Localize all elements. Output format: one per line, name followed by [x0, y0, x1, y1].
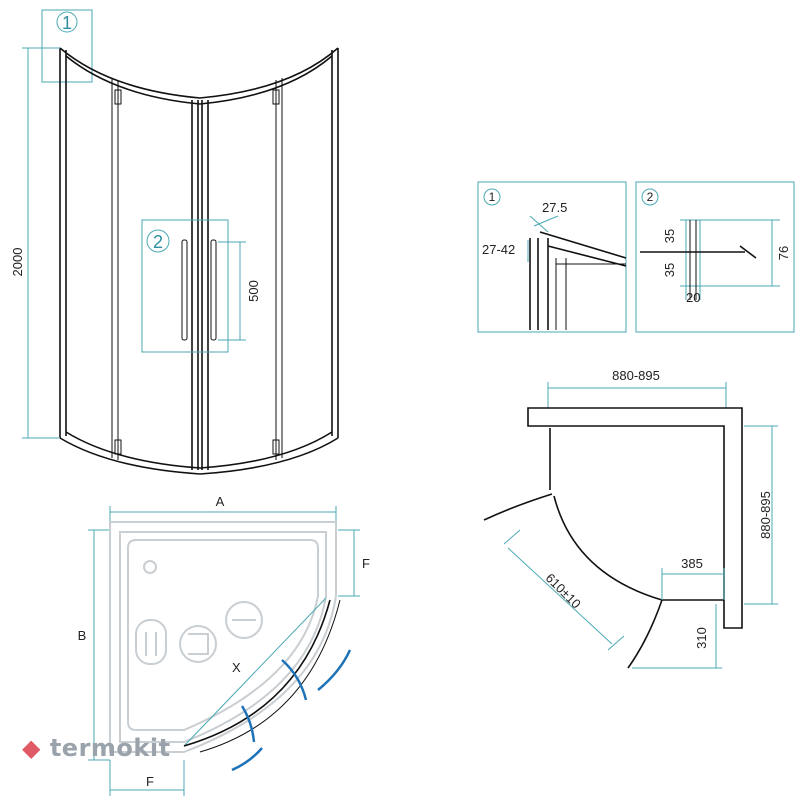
hinge-top-right [272, 89, 280, 105]
detail-2-dim-b: 35 [662, 263, 677, 277]
tray-depth-dimension [88, 529, 110, 761]
top-rail-inner [65, 55, 333, 105]
tray-f-bottom-dimension [109, 760, 185, 796]
hinge-bottom-right [272, 439, 280, 455]
left-door-edge [191, 100, 199, 470]
tray-outer [109, 521, 337, 753]
watermark-logo: ◆ termokit [22, 734, 171, 762]
hinge-top-left [114, 89, 122, 105]
detail-2-handle-tip [739, 245, 757, 259]
profile-icon-1 [135, 619, 167, 665]
detail-2-glass [689, 220, 697, 300]
hinge-bottom-left [114, 439, 122, 455]
tray-drain [143, 560, 157, 574]
plan-view: 880-895 880-895 610±10 385 310 [483, 368, 778, 669]
plan-opening-label: 385 [681, 556, 703, 571]
arrow-open-right-2 [317, 649, 352, 691]
arrow-open-bottom-2 [231, 747, 263, 772]
detail-2-dim-d: 20 [686, 290, 700, 305]
right-fixed-panel-edge [275, 78, 283, 460]
front-view: 1 2 2000 500 [10, 9, 339, 475]
detail-1-number: 1 [489, 190, 496, 204]
plan-door-label: 610±10 [543, 570, 584, 611]
left-fixed-panel-edge [111, 78, 119, 460]
callout-number-1: 1 [62, 13, 72, 33]
plan-door-bottom-open [627, 599, 663, 669]
tray-f-top-dimension [338, 529, 360, 597]
top-rail-outer [59, 47, 339, 99]
right-post [331, 48, 339, 438]
detail-1-panel [555, 258, 626, 330]
tray-basin [127, 539, 319, 731]
detail-2-box [635, 181, 795, 333]
profile-icon-2-lines [188, 633, 209, 655]
plan-walls [527, 407, 743, 629]
tray-label-f-top: F [362, 556, 370, 571]
left-post [59, 48, 67, 438]
detail-1-post [529, 238, 549, 330]
arrow-open-right-1 [281, 659, 308, 701]
handle-right [210, 239, 217, 341]
plan-swing-dimension [632, 604, 722, 669]
tray-label-a: A [216, 494, 225, 509]
plan-depth-label: 880-895 [758, 491, 773, 539]
detail-1-box [477, 181, 627, 333]
detail-2-dim-lines [680, 219, 780, 300]
plan-width-dimension [547, 382, 727, 408]
detail-2-circle [641, 188, 659, 206]
watermark-text: termokit [49, 734, 171, 762]
plan-door-dimension [503, 529, 625, 651]
bottom-rail-outer [59, 437, 339, 475]
handle-left [181, 239, 188, 341]
detail-1: 1 27.5 27-42 [477, 181, 627, 333]
tray-door-arc-outer [199, 599, 341, 753]
plan-opening-dimension [661, 568, 725, 600]
plan-depth-dimension [744, 425, 778, 605]
arrow-open-bottom-1 [240, 705, 256, 743]
detail-1-dim-a: 27.5 [542, 200, 567, 215]
tray-width-dimension [109, 506, 337, 530]
plan-width-label: 880-895 [612, 368, 660, 383]
handle-dimension-line [218, 241, 246, 341]
tray-label-f-bottom: F [146, 774, 154, 789]
right-door-edge [201, 100, 209, 470]
tray-label-b: B [78, 628, 87, 643]
callout-circle-1 [56, 11, 78, 33]
profile-icon-1-lines [145, 632, 157, 656]
callout-number-2: 2 [153, 232, 163, 252]
detail-2: 2 35 35 76 20 [635, 181, 795, 333]
plan-swing-label: 310 [694, 627, 709, 649]
detail-1-dim-lines [527, 215, 559, 262]
callout-box-1 [41, 9, 93, 83]
detail-1-rail [539, 231, 627, 267]
tray-diagonal [183, 597, 327, 747]
callout-circle-2 [146, 229, 170, 253]
detail-1-circle [483, 188, 501, 206]
tray-label-x: X [232, 660, 241, 675]
bottom-rail-inner [65, 431, 333, 469]
tray-view: A B F F X [78, 494, 370, 796]
watermark-cube-icon: ◆ [22, 734, 41, 762]
tray-inner [119, 531, 327, 743]
detail-2-number: 2 [647, 190, 654, 204]
detail-1-dim-b: 27-42 [482, 242, 515, 257]
detail-2-dim-c: 76 [776, 246, 791, 260]
height-label: 2000 [10, 248, 25, 277]
profile-icon-2 [179, 625, 217, 663]
callout-box-2 [141, 219, 229, 353]
handle-length-label: 500 [246, 280, 261, 302]
plan-door-left-open [483, 493, 553, 521]
plan-arc [553, 495, 663, 601]
height-dimension-line [22, 47, 60, 439]
detail-2-dim-a: 35 [662, 229, 677, 243]
tray-door-arc [183, 599, 331, 747]
profile-icon-3 [225, 601, 263, 639]
